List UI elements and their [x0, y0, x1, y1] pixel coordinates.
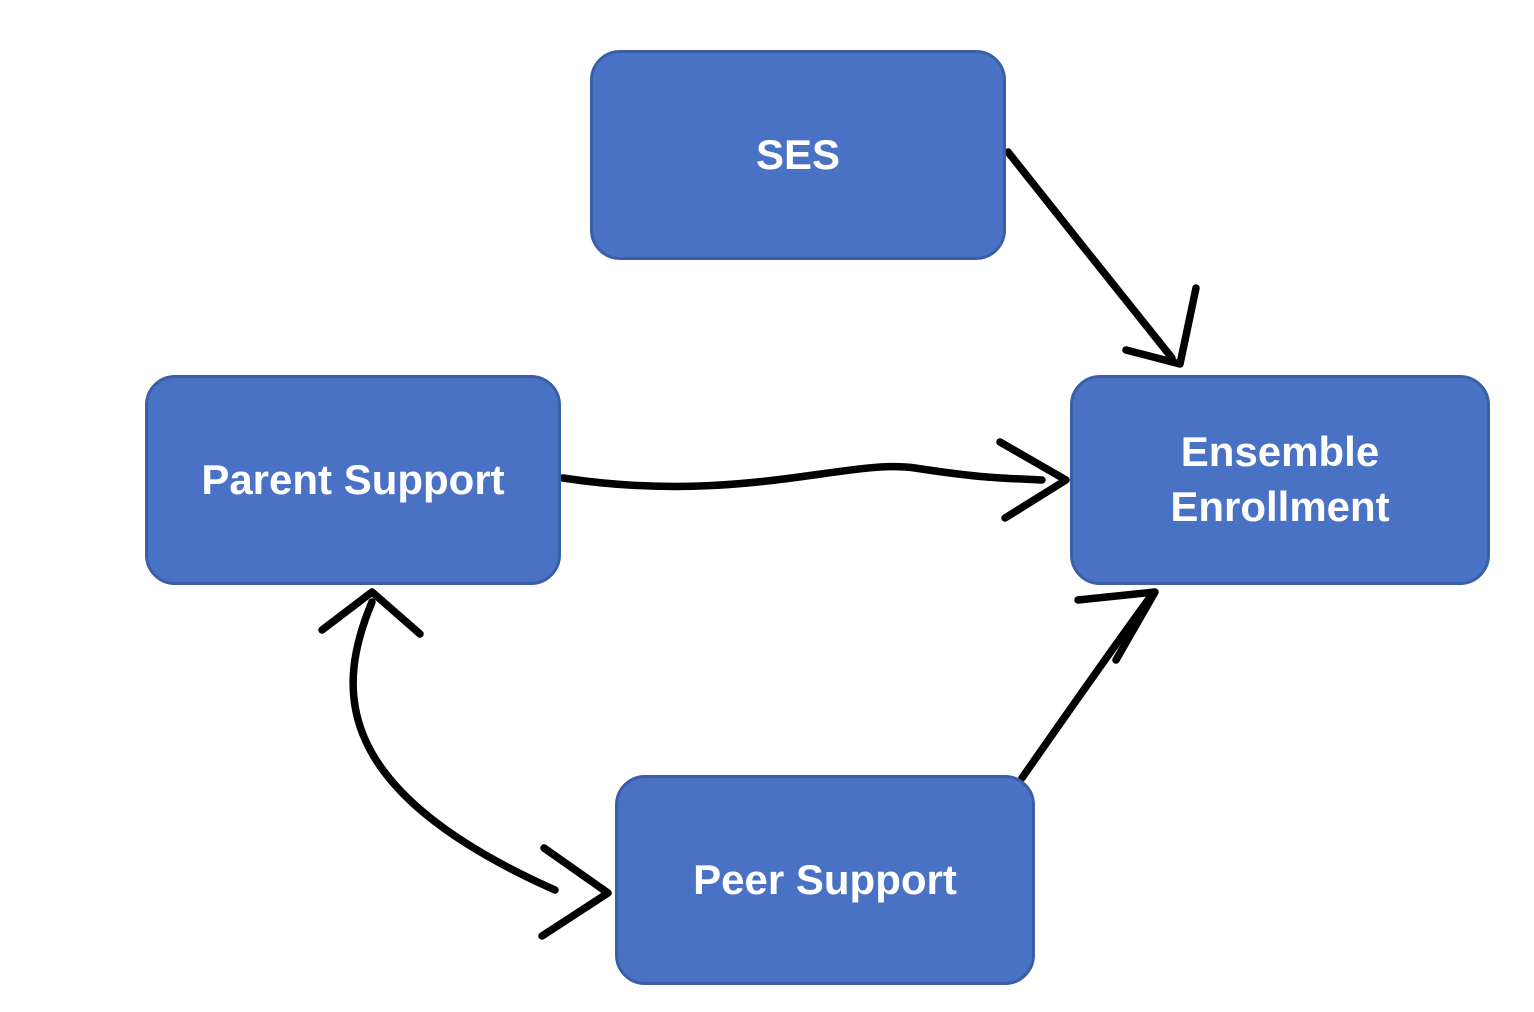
arrow-parent-support-to-ensemble-enrollment [559, 438, 1070, 522]
node-parent-support-label: Parent Support [201, 455, 505, 503]
arrow-ses-to-ensemble-enrollment [1004, 148, 1200, 368]
node-ses: SES [590, 50, 1006, 260]
node-ensemble-enrollment: Ensemble Enrollment [1070, 375, 1490, 585]
arrow-peer-support-to-ensemble-enrollment [1018, 588, 1159, 782]
node-peer-support: Peer Support [615, 775, 1035, 985]
node-parent-support: Parent Support [145, 375, 561, 585]
node-ensemble-enrollment-label: Ensemble Enrollment [1170, 428, 1390, 530]
node-ses-label: SES [755, 130, 841, 178]
node-peer-support-label: Peer Support [693, 855, 957, 903]
arrow-parent-support-peer-support [318, 588, 612, 940]
